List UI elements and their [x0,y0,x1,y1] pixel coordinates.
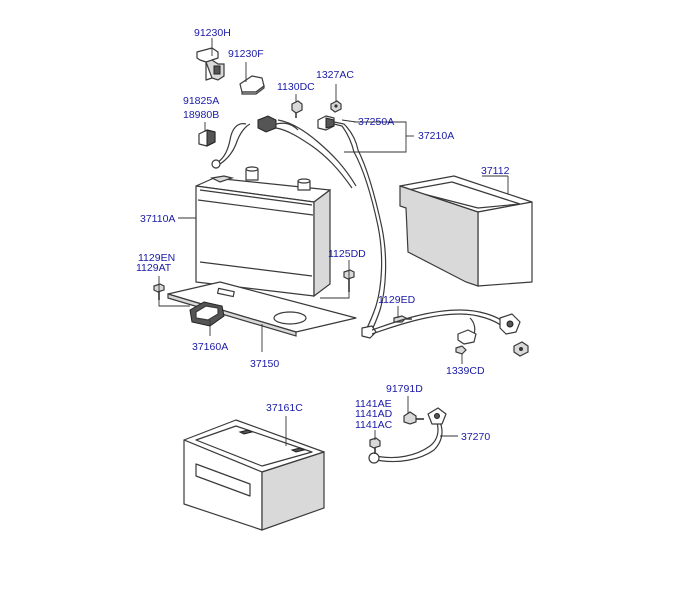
clamp-37160A[interactable] [189,301,225,327]
positive-cable-37210A[interactable] [317,115,387,339]
label-1129AT[interactable]: 1129AT [136,262,172,274]
label-37150[interactable]: 37150 [250,358,279,370]
terminal-clip-91230H[interactable] [196,47,225,81]
label-37250A[interactable]: 37250A [358,116,394,128]
bolt-1130DC[interactable] [291,100,303,118]
ground-cable-37270[interactable] [368,407,447,464]
label-1327AC[interactable]: 1327AC [316,69,354,81]
negative-cable[interactable] [211,115,357,189]
label-18980B[interactable]: 18980B [183,109,219,121]
battery-37110A[interactable] [195,166,331,298]
label-37160A[interactable]: 37160A [192,341,228,353]
label-37112[interactable]: 37112 [481,165,510,177]
label-91230H[interactable]: 91230H [194,27,231,39]
label-37270[interactable]: 37270 [461,431,490,443]
leader-1129EN [158,276,190,307]
label-91230F[interactable]: 91230F [228,48,264,60]
label-1141AE[interactable]: 1141AE [355,398,392,410]
bolt-91791D[interactable] [403,411,424,425]
clip-91825A[interactable] [198,129,216,147]
label-1141AC[interactable]: 1141AC [355,419,393,431]
label-91791D[interactable]: 91791D [386,383,423,395]
label-1129ED[interactable]: 1129ED [378,294,416,306]
leader-37250A [341,119,357,123]
label-1141AD[interactable]: 1141AD [355,408,393,420]
label-1130DC[interactable]: 1130DC [277,81,315,93]
nut-1327AC[interactable] [330,100,342,113]
bolt-1141AE[interactable] [369,437,381,454]
label-1125DD[interactable]: 1125DD [328,248,366,260]
label-37210A[interactable]: 37210A [418,130,454,142]
terminal-cover-91230F[interactable] [239,75,265,95]
label-1129EN[interactable]: 1129EN [138,252,175,264]
label-37161C[interactable]: 37161C [266,402,303,414]
label-1339CD[interactable]: 1339CD [446,365,485,377]
cable-1339CD[interactable] [371,309,529,357]
label-91825A[interactable]: 91825A [183,95,219,107]
bracket-37210A [344,121,407,153]
leader-1125DD [320,260,350,299]
battery-cover-37161C[interactable] [183,419,325,531]
label-37110A[interactable]: 37110A [140,213,175,225]
battery-tray-37112[interactable] [399,175,533,287]
